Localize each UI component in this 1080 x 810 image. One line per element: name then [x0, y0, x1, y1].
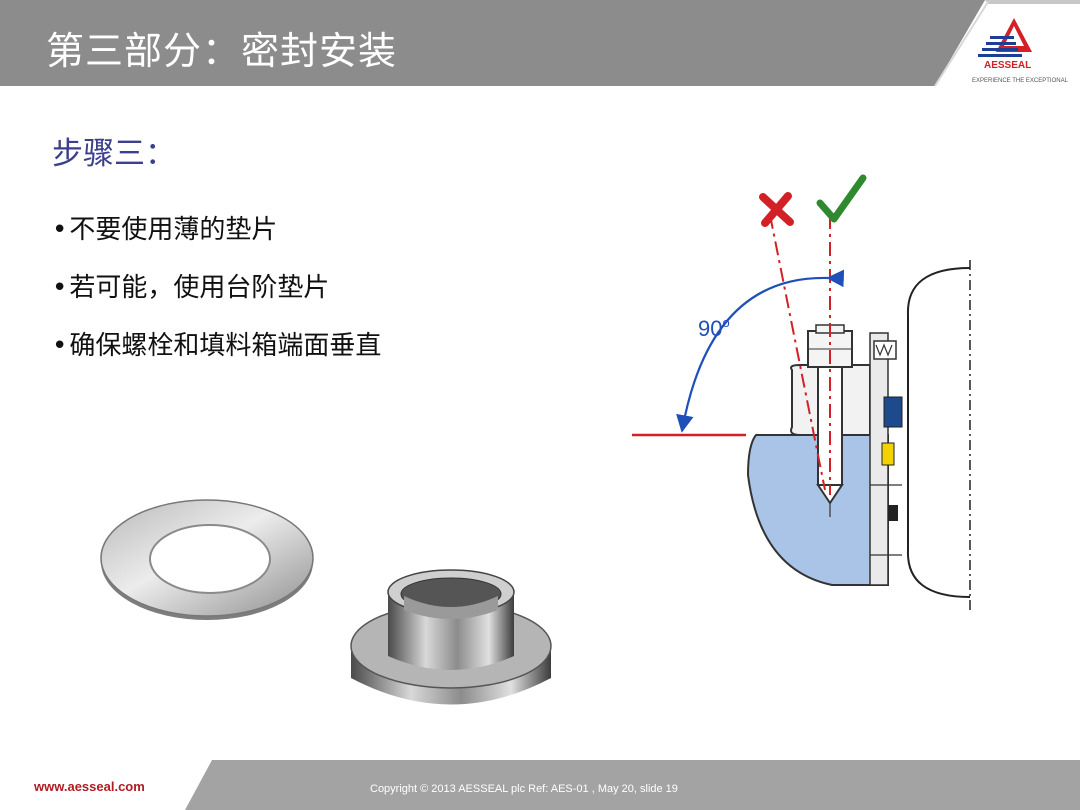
seal-installation-diagram: 90o	[632, 174, 971, 610]
angle-arc	[676, 269, 845, 433]
flat-washer-image	[100, 499, 314, 620]
bullet-item: •确保螺栓和填料箱端面垂直	[52, 324, 381, 382]
bullet-marker: •	[52, 273, 68, 303]
angle-label: 90o	[698, 315, 730, 341]
bullet-item: •若可能，使用台阶垫片	[52, 266, 381, 324]
cross-icon	[759, 192, 794, 227]
logo-tagline: EXPERIENCE THE EXCEPTIONAL	[972, 78, 1068, 84]
bullet-marker: •	[52, 331, 68, 361]
page-title: 第三部分：密封安装	[46, 29, 398, 73]
shaft-outline	[906, 260, 971, 610]
bullet-text: 确保螺栓和填料箱端面垂直	[69, 331, 382, 361]
bullet-item: •不要使用薄的垫片	[52, 208, 381, 266]
bullet-marker: •	[52, 215, 68, 245]
footer-band	[185, 760, 1080, 810]
bullet-text: 若可能，使用台阶垫片	[69, 273, 330, 303]
step-heading: 步骤三：	[52, 136, 176, 172]
bullet-list: •不要使用薄的垫片 •若可能，使用台阶垫片 •确保螺栓和填料箱端面垂直	[52, 208, 381, 382]
footer-website-link[interactable]: www.aesseal.com	[34, 779, 145, 794]
logo-wordmark: AESSEAL	[984, 60, 1032, 71]
stepped-washer-image	[350, 569, 552, 705]
bullet-text: 不要使用薄的垫片	[69, 215, 278, 245]
check-icon	[816, 174, 867, 223]
header-band	[0, 0, 1080, 86]
aesseal-logo-icon	[978, 18, 1032, 57]
stuffing-box	[746, 434, 889, 586]
footer-copyright: Copyright © 2013 AESSEAL plc Ref: AES-01…	[370, 783, 678, 795]
